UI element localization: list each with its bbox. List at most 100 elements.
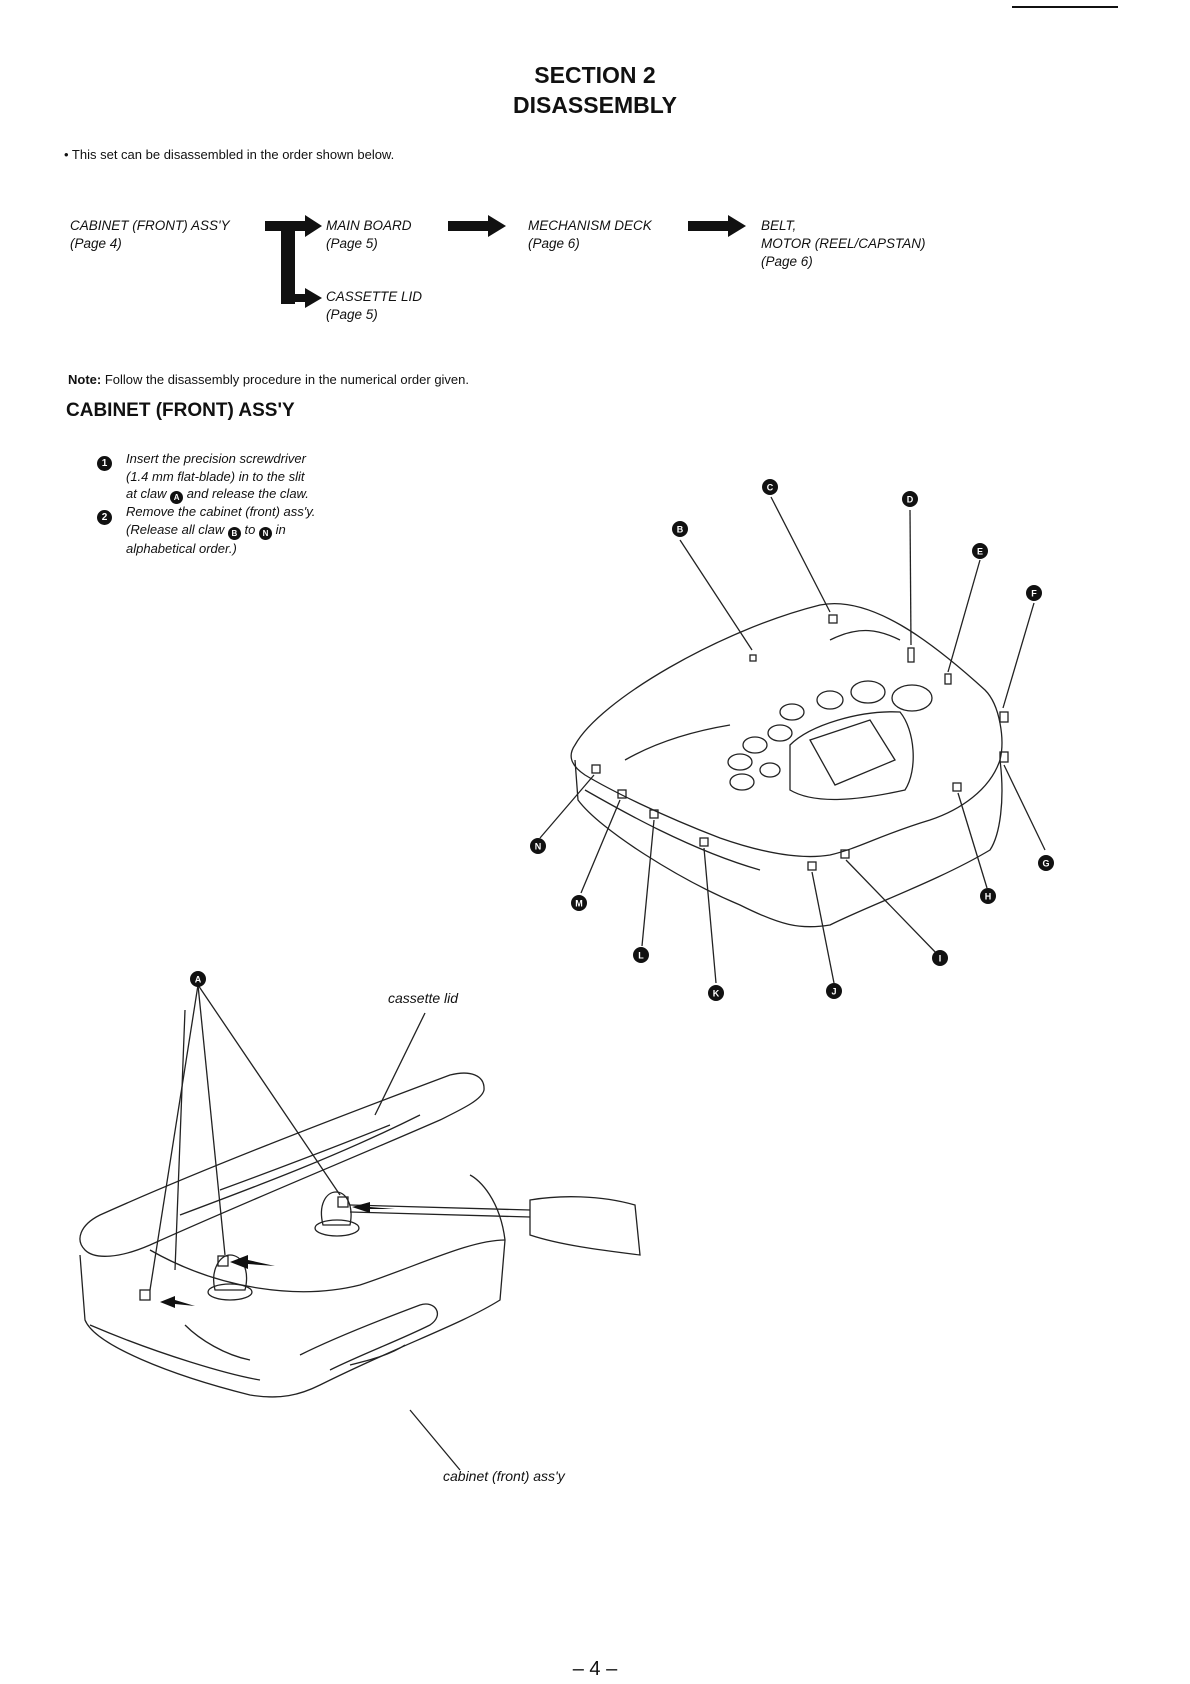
claw-slot [337,1196,349,1208]
step-1-line-2: (1.4 mm flat-blade) in to the slit [126,468,305,484]
flow-main-board-name: MAIN BOARD [326,218,412,233]
claw-slot [952,782,962,792]
flow-cabinet-name: CABINET (FRONT) ASS'Y [70,218,230,233]
cassette-lid-inner [179,1114,421,1216]
claw-n-label: N [535,842,542,852]
button-4 [742,736,768,754]
flow-belt-name1: BELT, [761,218,797,233]
claw-h-callout: H [980,888,996,904]
claw-j-callout: J [826,983,842,999]
arrow-icon [230,1255,275,1269]
claw-slot [999,751,1009,763]
cassette-lid-outline [79,1072,485,1257]
claw-d-callout: D [902,491,918,507]
button-6 [729,773,755,791]
button-3 [767,724,793,742]
arrow-icon [281,288,322,308]
page-number: – 4 – [572,1658,618,1680]
intro-text: • This set can be disassembled in the or… [64,147,395,162]
step-1-line-3: at claw A and release the claw. [126,486,309,504]
cabinet-top-outline [570,603,1003,858]
claw-c-callout: C [762,479,778,495]
claw-c-label: C [767,483,774,493]
claw-slot [999,711,1009,723]
claw-e-label: E [977,547,983,557]
claw-i-label: I [939,954,942,964]
claw-m-label: M [575,899,583,909]
claw-l-callout: L [633,947,649,963]
flow-cabinet-page: (Page 4) [70,236,122,251]
step-2-line-3: alphabetical order.) [126,540,237,556]
arrow-icon [352,1202,395,1213]
claw-g-label: G [1042,859,1049,869]
reel-base [207,1283,253,1301]
claw-a-label: A [195,975,202,985]
button-2 [779,703,805,721]
flow-belt-name2: MOTOR (REEL/CAPSTAN) [761,236,926,251]
flow-mechanism-deck-page: (Page 6) [528,236,580,251]
top-rule [1012,6,1118,8]
display-window-frame [789,711,914,801]
claw-f-callout: F [1026,585,1042,601]
step-2-text: Remove the cabinet (front) ass'y. (Relea… [126,503,426,557]
step-1-text: Insert the precision screwdriver (1.4 mm… [126,450,426,504]
claw-slot [139,1289,151,1301]
screwdriver-handle [529,1196,641,1256]
flow-belt-page: (Page 6) [761,254,813,269]
cabinet-curve [184,1324,251,1361]
cabinet-body-edge [89,1324,261,1381]
screwdriver-shaft-2 [349,1211,531,1218]
claw-slot [217,1255,229,1267]
display-window [809,719,896,786]
claw-j-label: J [831,987,836,997]
button-1 [816,690,844,710]
claw-b-callout: B [672,521,688,537]
arrow-icon [448,215,506,237]
cabinet-inner-edge [584,789,761,871]
step-2-line-1: Remove the cabinet (front) ass'y. [126,504,316,519]
flow-main-board-page: (Page 5) [326,236,378,251]
cassette-lid-window [219,1124,391,1191]
flow-cassette-lid: CASSETTE LID (Page 5) [326,288,422,324]
cabinet-front-panel [299,1303,439,1371]
claw-m-callout: M [571,895,587,911]
claw-b-marker: B [227,526,241,540]
flow-arrows [265,215,746,308]
note-label: Note: [68,372,102,387]
reel-spindle [320,1191,352,1226]
claw-slot [907,647,915,663]
flow-cassette-lid-name: CASSETTE LID [326,289,423,304]
button-5 [727,753,753,771]
cabinet-handle [349,1344,406,1366]
flow-mechanism-deck-name: MECHANISM DECK [528,218,652,233]
step-number-2: 2 [97,510,112,525]
cabinet-body-outline [79,1174,506,1398]
surface-curve-2 [829,629,901,641]
claw-b-label: B [677,525,684,535]
step-1: 1 [97,451,112,471]
claw-slot [749,654,757,662]
flow-main-board: MAIN BOARD (Page 5) [326,217,412,253]
claw-a-marker: A [170,491,184,504]
flow-cassette-lid-page: (Page 5) [326,307,378,322]
arrow-icon [160,1296,195,1308]
claw-a-callout: A [190,971,206,987]
claw-n-marker: N [258,526,272,540]
claw-slot [944,673,952,685]
claw-e-callout: E [972,543,988,559]
screwdriver-shaft [349,1204,531,1211]
claw-d-label: D [907,495,914,505]
flow-bracket [281,226,295,304]
note: Note: Follow the disassembly procedure i… [68,372,469,387]
step-number-1: 1 [97,456,112,471]
section-number: SECTION 2 [534,62,656,88]
flow-mechanism-deck: MECHANISM DECK (Page 6) [528,217,652,253]
claw-f-label: F [1031,589,1037,599]
claw-l-label: L [638,951,644,961]
surface-curve [624,724,731,761]
cabinet-side-wall [574,759,1003,928]
step-1-line-1: Insert the precision screwdriver [126,451,306,466]
step-2-line-2: (Release all claw B to N in [126,521,286,540]
